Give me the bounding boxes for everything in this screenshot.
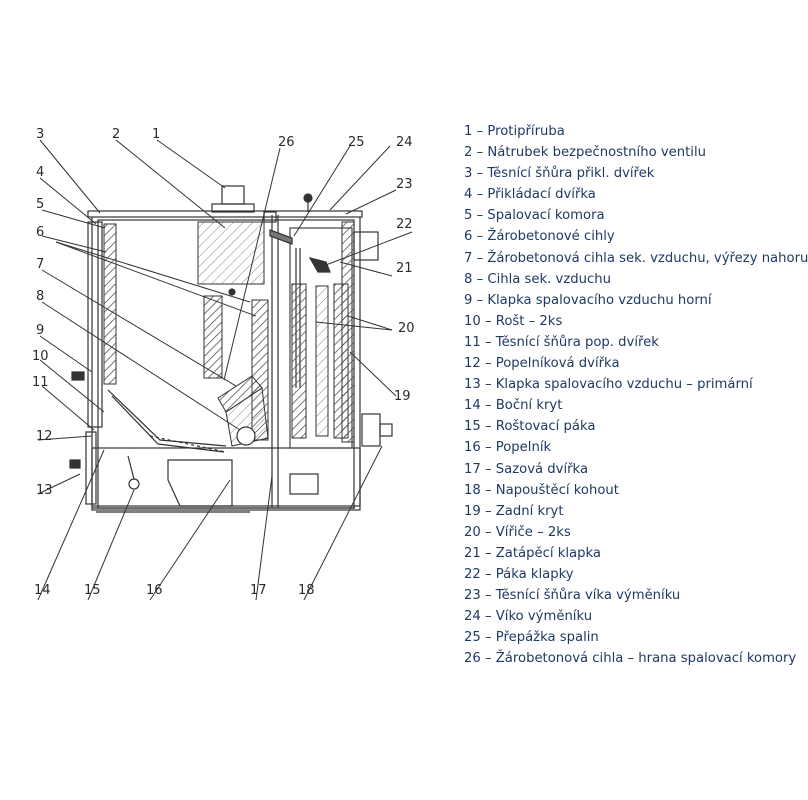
legend-item: 8 – Cihla sek. vzduchu (464, 271, 611, 287)
legend-item: 20 – Vířiče – 2ks (464, 524, 571, 540)
soot-door (289, 473, 319, 495)
callout-11: 11 (32, 375, 49, 390)
legend-item: 4 – Přikládací dvířka (464, 187, 596, 203)
valve-nozzle (263, 211, 277, 223)
callout-26: 26 (278, 135, 295, 150)
callout-9: 9 (36, 323, 44, 338)
callout-4: 4 (36, 165, 44, 180)
legend-item: 7 – Žárobetonová cihla sek. vzduchu, výř… (464, 250, 808, 266)
callout-numbers: 1 2 3 4 5 6 7 8 9 10 11 12 13 14 15 16 1… (32, 127, 415, 598)
callout-5: 5 (36, 197, 44, 212)
parts-legend: 1 – Protipříruba 2 – Nátrubek bezpečnost… (464, 121, 808, 669)
legend-item: 13 – Klapka spalovacího vzduchu – primár… (464, 377, 753, 393)
callout-19: 19 (394, 389, 411, 404)
legend-item: 14 – Boční kryt (464, 398, 563, 414)
legend-item: 2 – Nátrubek bezpečnostního ventilu (464, 145, 706, 161)
legend-item: 15 – Roštovací páka (464, 419, 596, 435)
legend-item: 10 – Rošt – 2ks (464, 313, 563, 329)
legend-item: 11 – Těsnící šňůra pop. dvířek (464, 334, 659, 350)
brick-secondary (203, 295, 223, 379)
callout-2: 2 (112, 127, 120, 142)
callout-1: 1 (152, 127, 160, 142)
legend-item: 5 – Spalovací komora (464, 208, 605, 224)
refractory-bricks (103, 221, 355, 447)
legend-item: 12 – Popelníková dvířka (464, 356, 620, 372)
flue-baffle (269, 229, 293, 245)
callout-14: 14 (34, 583, 51, 598)
combustion-chamber-top (197, 221, 265, 285)
fill-valve (361, 413, 381, 447)
callout-20: 20 (398, 321, 415, 336)
flange-1 (221, 185, 245, 205)
legend-item: 1 – Protipříruba (464, 124, 565, 139)
callout-17: 17 (250, 583, 267, 598)
secondary-air-tube (236, 426, 256, 446)
legend-item: 17 – Sazová dvířka (464, 461, 589, 477)
legend-item: 19 – Zadní kryt (464, 503, 564, 519)
ash-door (85, 431, 97, 505)
grate-lever (128, 478, 140, 490)
callout-25: 25 (348, 135, 365, 150)
leader-lines (37, 139, 413, 601)
callout-22: 22 (396, 217, 413, 232)
ash-section (91, 447, 361, 507)
callout-18: 18 (298, 583, 315, 598)
legend-item: 3 – Těsnící šňůra přikl. dvířek (464, 166, 655, 182)
ash-pan (167, 459, 233, 507)
legend-item: 16 – Popelník (464, 440, 552, 456)
flap-lever (308, 257, 331, 273)
callout-16: 16 (146, 583, 163, 598)
legend-item: 18 – Napouštěcí kohout (464, 482, 619, 498)
callout-21: 21 (396, 261, 413, 276)
callout-6: 6 (36, 225, 44, 240)
grate (107, 288, 256, 453)
callout-12: 12 (36, 429, 53, 444)
callout-23: 23 (396, 177, 413, 192)
callout-7: 7 (36, 257, 44, 272)
callout-3: 3 (36, 127, 44, 142)
legend-item: 26 – Žárobetonová cihla – hrana spalovac… (464, 651, 797, 667)
legend-item: 9 – Klapka spalovacího vzduchu horní (464, 292, 712, 308)
loading-door (87, 221, 103, 428)
callout-10: 10 (32, 349, 49, 364)
brick-left-wall (103, 223, 117, 385)
callout-15: 15 (84, 583, 101, 598)
legend-item: 6 – Žárobetonové cihly (464, 229, 615, 245)
callout-8: 8 (36, 289, 44, 304)
callout-13: 13 (36, 483, 53, 498)
legend-item: 21 – Zatápěcí klapka (464, 545, 601, 561)
legend-item: 25 – Přepážka spalin (464, 630, 599, 646)
lid-knob (303, 193, 313, 203)
legend-item: 23 – Těsnící šňůra víka výměníku (464, 588, 681, 604)
brick-rear-wall (341, 221, 355, 443)
callout-24: 24 (396, 135, 413, 150)
legend-item: 24 – Víko výměníku (464, 609, 593, 625)
legend-item: 22 – Páka klapky (464, 566, 574, 582)
turbulator-left (291, 283, 307, 439)
